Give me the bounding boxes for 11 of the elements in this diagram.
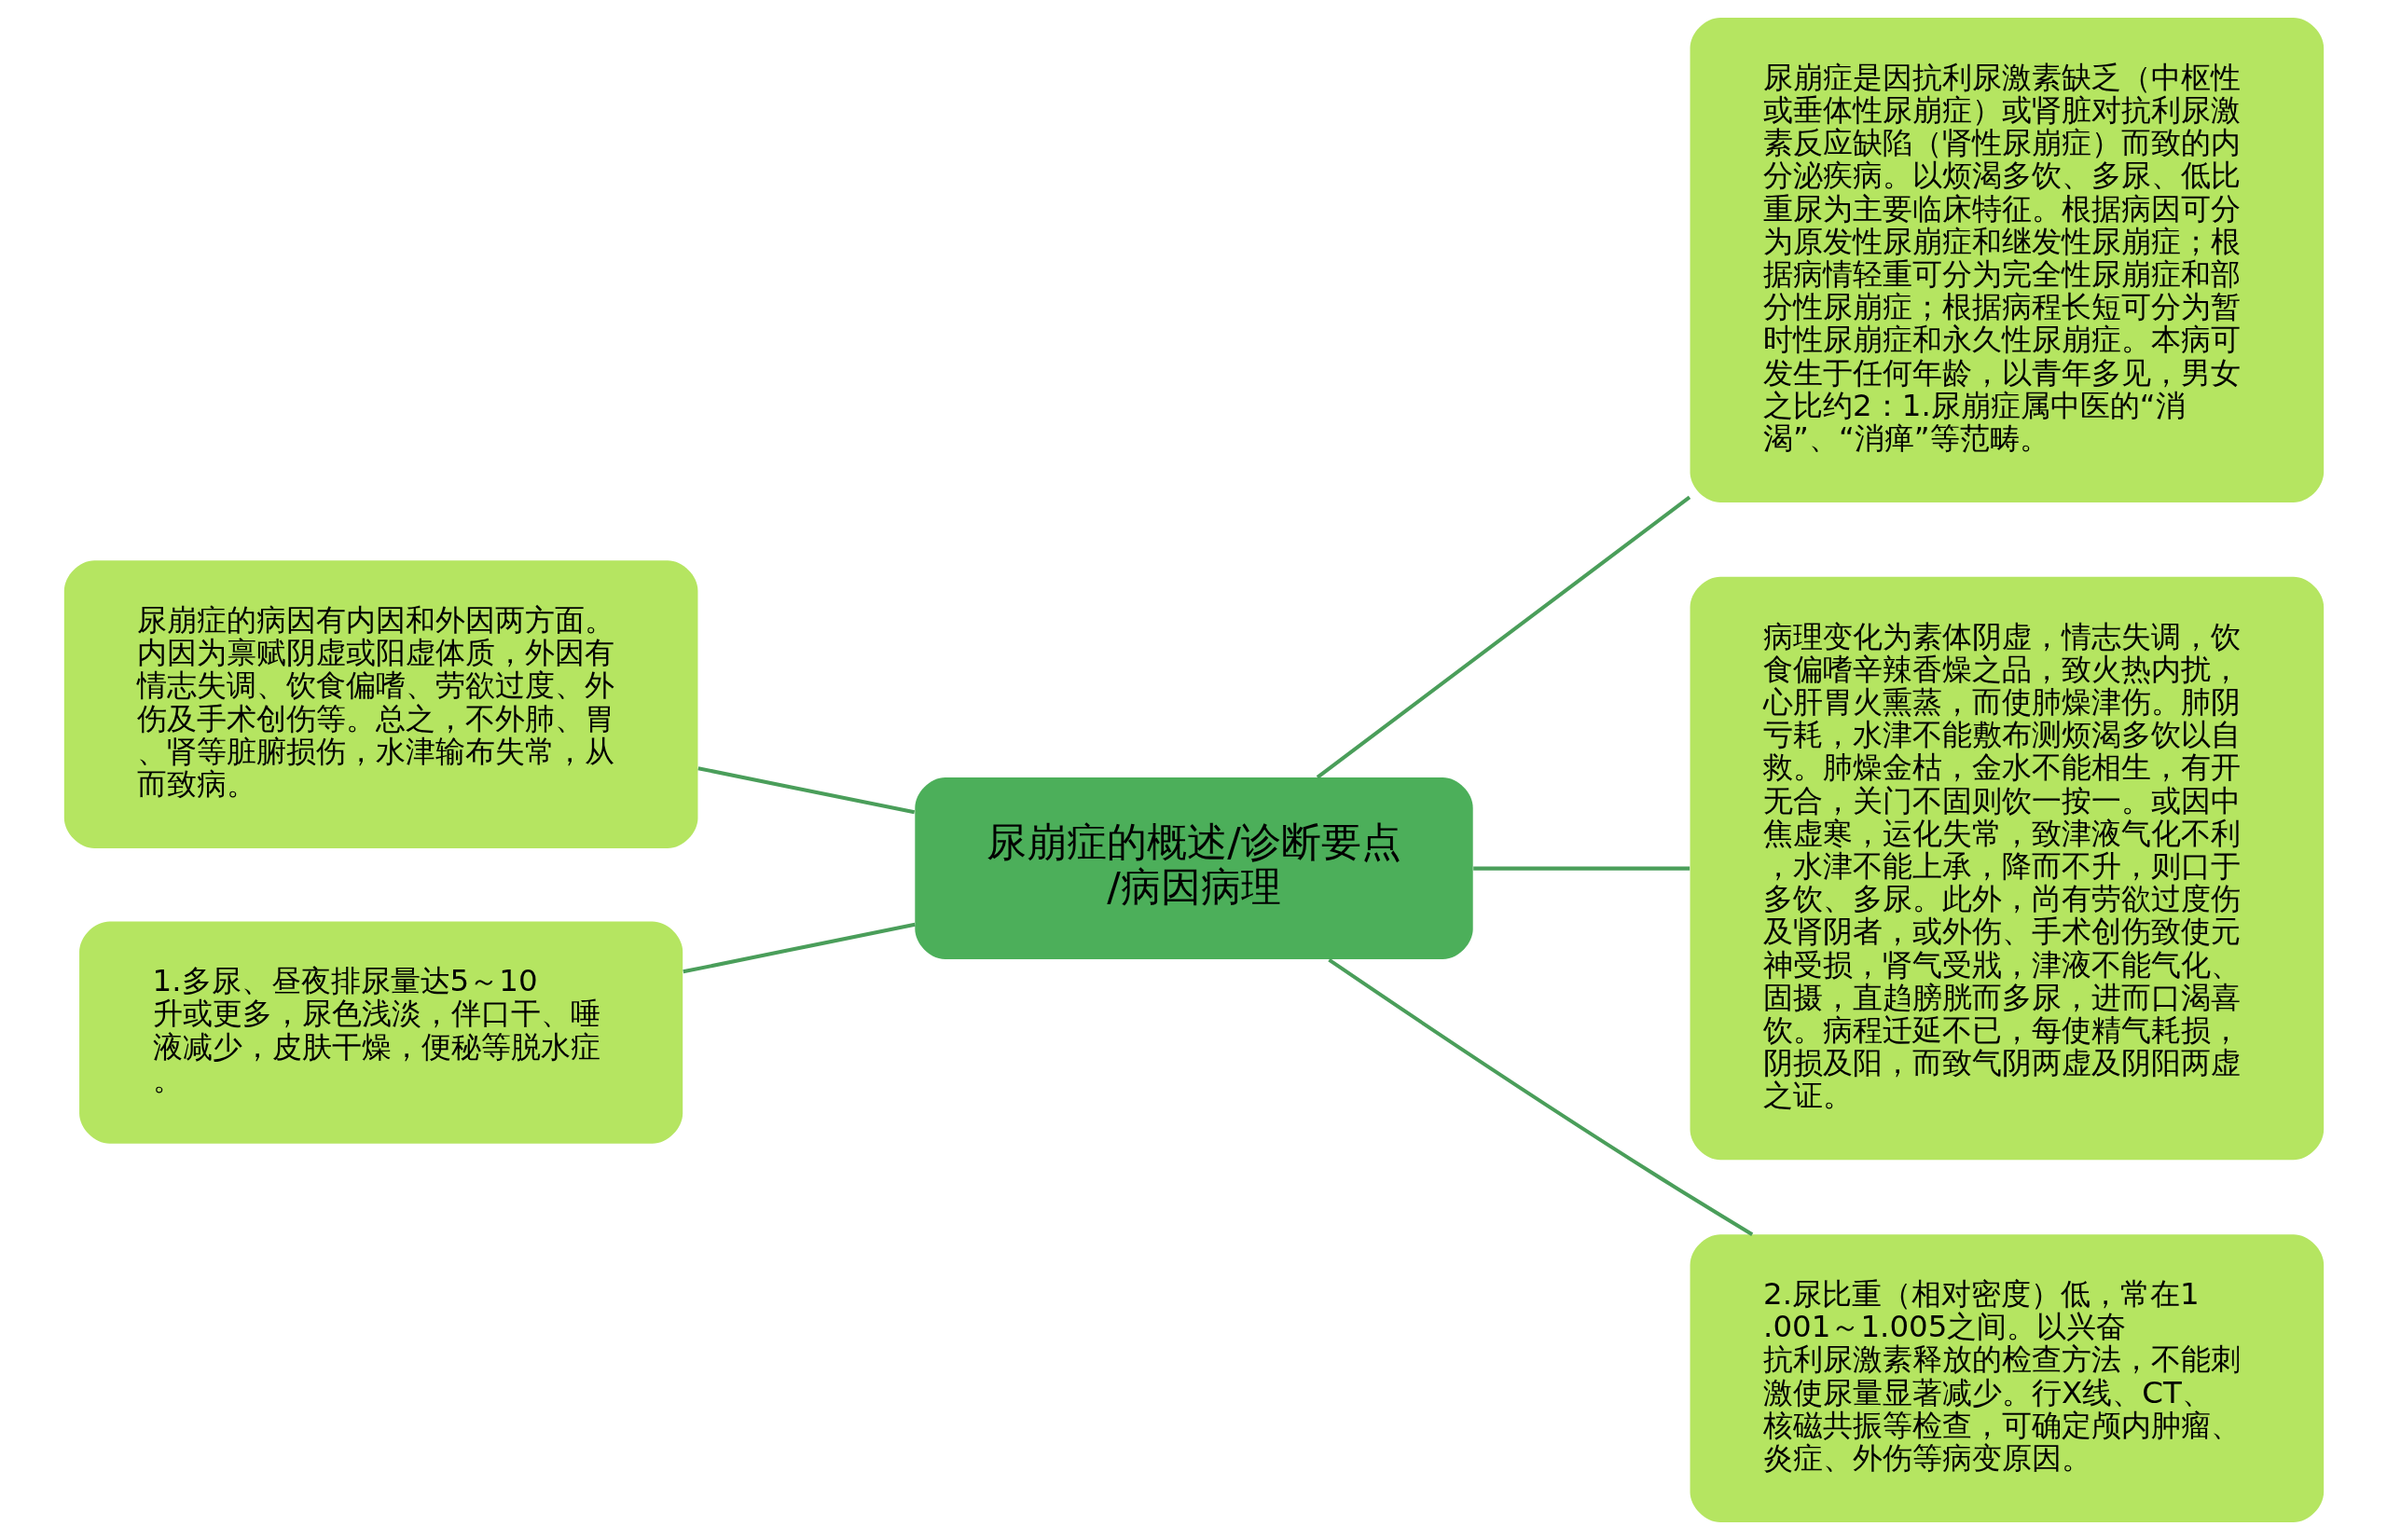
connector (1327, 958, 1753, 1236)
node-box: 尿崩症是因抗利尿激素缺乏（中枢性或垂体性尿崩症）或肾脏对抗利尿激素反应缺陷（肾性尿崩症）而致的内分泌疾病。以烦渴多饮、多尿、低比重尿为主要临床特征。根据病因可分为原发性尿崩症和继发性尿崩症；根据病情轻重可分为完全性尿崩症和部分性尿崩症；根据病程长短可分为暂时性尿崩症和永久性尿崩症。本病可发生于任何年龄，以青年多见，男女之比约2：1.尿崩症属中医的“消渴”、“消瘅”等范畴。 (1690, 18, 2324, 502)
node-box: 2.尿比重（相对密度）低，常在1.001～1.005之间。以兴奋抗利尿激素释放的检查方法，不能刺激使尿量显著减少。行X线、CT、核磁共振等检查，可确定颅内肿瘤、炎症、外伤等病变原因。 (1690, 1234, 2324, 1522)
node-box: 尿崩症的病因有内因和外因两方面。内因为禀赋阴虚或阳虚体质，外因有情志失调、饮食偏嗜、劳欲过度、外伤及手术创伤等。总之，不外肺、胃、肾等脏腑损伤，水津输布失常，从而致病。 (63, 560, 697, 848)
connector (682, 922, 916, 974)
node-box: 病理变化为素体阴虚，情志失调，饮食偏嗜辛辣香燥之品，致火热内扰，心肝胃火熏蒸，而使肺燥津伤。肺阴亏耗，水津不能敷布测烦渴多饮以自救。肺燥金枯，金水不能相生，有开无合，关门不固则饮一按一。或因中焦虚寒，运化失常，致津液气化不利，水津不能上承，降而不升，则口于多饮、多尿。此外，尚有劳欲过度伤及肾阴者，或外伤、手术创伤致使元神受损，肾气受戕，津液不能气化、固摄，直趋膀胱而多尿，进而口渴喜饮。病程迁延不已，每使精气耗损，阴损及阳，而致气阴两虚及阴阳两虚之证。 (1690, 576, 2324, 1161)
node-box: 尿崩症的概述/诊断要点/病因病理 (914, 777, 1473, 960)
connector (1472, 866, 1690, 871)
node-box: 1.多尿、昼夜排尿量达5～10升或更多，尿色浅淡，伴口干、唾液减少，皮肤干燥，便秘等脱水症。 (78, 921, 683, 1144)
connector (697, 766, 915, 815)
connector (1316, 495, 1690, 779)
